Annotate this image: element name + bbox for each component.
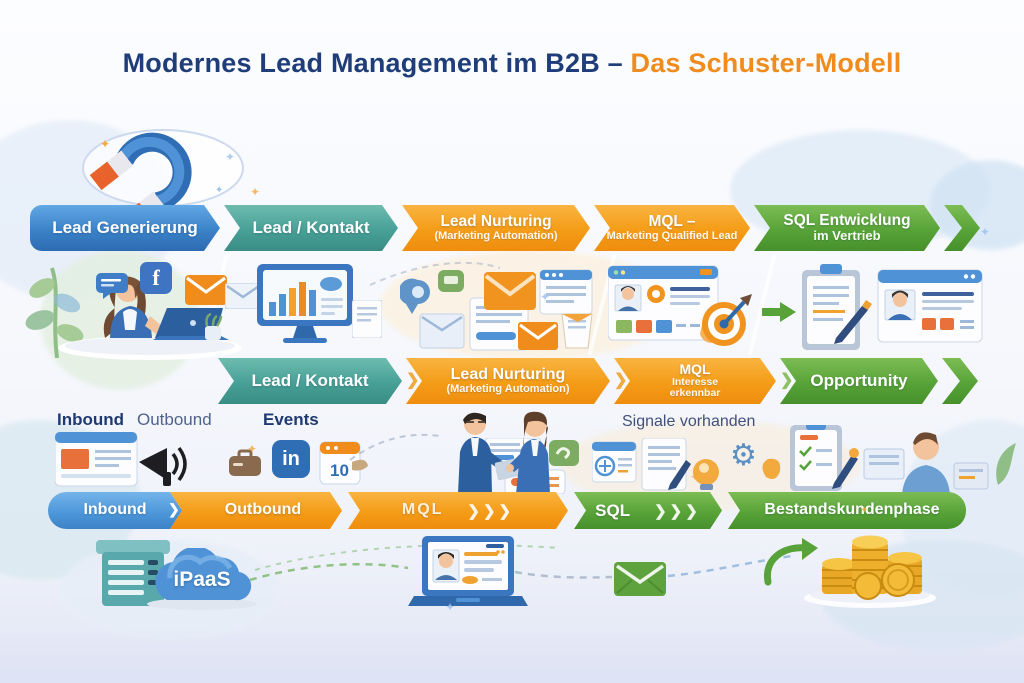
gear-icon: ⚙ (730, 439, 757, 472)
label-signale-vorhanden: Signale vorhanden (622, 413, 756, 430)
funnel-step-lead-nurturing: Lead Nurturing (Marketing Automation) (402, 205, 590, 251)
bottom-gradient (0, 628, 1024, 683)
signals-documents-illustration (592, 438, 722, 494)
briefcase-icon (228, 448, 262, 478)
step-label: Lead Nurturing (440, 212, 552, 230)
funnel-step-lead-kontakt-2: Lead / Kontakt (218, 358, 402, 404)
linkedin-icon: in (272, 440, 310, 478)
growth-arrow-icon (762, 538, 818, 588)
step-label: MQL – (648, 212, 696, 230)
ipaas-cloud: iPaaS (142, 548, 262, 610)
sparkle-icon: ✦ (225, 150, 236, 164)
chevrons-decoration: ❯❯❯ (654, 502, 701, 520)
step-sublabel: (Marketing Automation) (446, 383, 570, 396)
svg-text:✦: ✦ (215, 185, 223, 196)
woman-figure (506, 411, 550, 494)
man-figure (458, 412, 508, 494)
funnel-step-lead-nurturing-2: Lead Nurturing (Marketing Automation) (406, 358, 610, 404)
funnel-step-sql-bar: SQL ❯❯❯ (574, 492, 722, 529)
funnel-step-lead-kontakt: Lead / Kontakt (224, 205, 398, 251)
email-envelope-icon (614, 562, 666, 596)
sparkle-icon: ✦ (250, 185, 261, 199)
funnel-step-opportunity: Opportunity (780, 358, 938, 404)
chevron-separator-icon: ❯ (614, 372, 628, 389)
facebook-icon: f (140, 262, 172, 294)
step-sublabel: im Vertrieb (813, 227, 881, 243)
step-label: Lead Nurturing (450, 365, 566, 383)
step-label: Lead / Kontakt (252, 218, 370, 238)
coin-stack (822, 558, 856, 594)
arrow-right-icon (762, 300, 796, 324)
megaphone-icon (139, 446, 187, 486)
sql-clipboard-illustration (800, 262, 1010, 358)
label-outbound: Outbound (137, 410, 212, 429)
envelope-icon (225, 283, 261, 309)
step-label: Outbound (224, 501, 302, 519)
mql-profile-target-illustration (608, 262, 758, 358)
funnel-step-lead-generierung: Lead Generierung (30, 205, 220, 251)
sparkle-icon: ✦ (980, 225, 991, 239)
step-label: Lead / Kontakt (251, 371, 369, 391)
funnel-step-bestandskundenphase: Bestandskundenphase (728, 492, 966, 529)
people-meeting-illustration (430, 408, 580, 494)
coins-illustration (800, 528, 940, 608)
sparkle-icon: ✦ (690, 470, 701, 484)
analytics-monitor-illustration (255, 262, 355, 350)
step-label: SQL Entwicklung (783, 211, 911, 229)
step-sublabel: Interesse (671, 375, 719, 388)
funnel-step-sql-entwicklung: SQL Entwicklung im Vertrieb (754, 205, 940, 251)
label-inbound: Inbound (57, 410, 125, 429)
sales-check-illustration: ⚙ (730, 425, 1020, 495)
calendar-icon: 10 (318, 438, 370, 490)
chevron-separator-icon: ❯ (780, 372, 794, 389)
sparkle-icon: ✦ (860, 505, 869, 516)
inbound-outbound-illustration (55, 432, 195, 490)
page-title: Modernes Lead Management im B2B – Das Sc… (0, 48, 1024, 79)
chat-bubble-icon (95, 272, 129, 300)
chevron-tail-icon (942, 358, 978, 404)
step-label: Bestandskundenphase (764, 501, 940, 519)
plant-illustration (22, 258, 92, 358)
nurturing-cluster-illustration (400, 262, 600, 354)
svg-text:10: 10 (330, 461, 349, 480)
man-at-laptop-figure (902, 432, 950, 495)
magnet-illustration: ✦ ✦ (75, 118, 245, 213)
sparkle-icon: ✦ (445, 600, 456, 614)
step-label: MQL (401, 501, 444, 519)
document-icon (352, 300, 382, 338)
step-label: Inbound (83, 501, 147, 519)
step-label: Lead Generierung (52, 218, 198, 238)
server-icon (88, 540, 178, 606)
funnel-step-mql-interesse: MQL Interesse erkennbar (614, 358, 776, 404)
envelope-icon (185, 275, 227, 305)
label-events: Events (263, 410, 319, 429)
step-sublabel: (Marketing Automation) (434, 230, 558, 243)
funnel-step-mql: MQL – Marketing Qualified Lead (594, 205, 750, 251)
linkedin-glyph: in (282, 447, 300, 470)
title-accent: Das Schuster-Modell (630, 48, 902, 78)
step-sublabel: Marketing Qualified Lead (606, 230, 738, 243)
step-label: Opportunity (810, 371, 908, 391)
step-label: MQL (679, 361, 711, 378)
laptop-profile-illustration (408, 534, 528, 612)
sparkle-icon: ✦ (540, 290, 551, 304)
ipaas-label: iPaaS (173, 568, 231, 591)
funnel-step-outbound: Outbound (170, 492, 342, 529)
facebook-glyph: f (152, 265, 160, 290)
chevron-separator-icon: ❯ (168, 501, 180, 517)
title-main: Modernes Lead Management im B2B – (122, 48, 623, 78)
chevrons-decoration: ❯❯❯ (467, 502, 515, 520)
funnel-step-inbound: Inbound (48, 492, 182, 529)
step-label: SQL (595, 500, 631, 520)
chevron-separator-icon: ❯ (406, 372, 420, 389)
sparkle-icon: ✦ (247, 442, 258, 456)
funnel-step-mql-bar: MQL ❯❯❯ (348, 492, 568, 529)
svg-text:✦: ✦ (100, 137, 110, 151)
step-sublabel2: erkennbar (669, 387, 721, 400)
